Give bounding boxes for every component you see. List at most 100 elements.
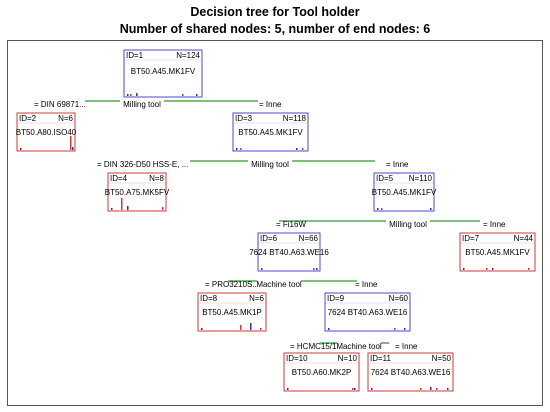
node-id-1: ID=1: [126, 51, 144, 60]
node-histogram-bar: [287, 388, 289, 390]
node-histogram-bar: [528, 268, 530, 270]
split-left-label-3: = Fi16W: [276, 220, 306, 229]
node-histogram-bar: [436, 388, 438, 390]
node-count-3: N=118: [283, 114, 307, 123]
tree-node-6: [257, 232, 321, 272]
chart-subtitle: Number of shared nodes: 5, number of end…: [119, 22, 431, 36]
node-histogram-bar: [261, 268, 263, 270]
node-label-10: BT50.A60.MK2P: [292, 368, 352, 377]
tree-node-5: [373, 172, 435, 212]
node-id-5: ID=5: [376, 174, 394, 183]
node-histogram-bar: [121, 198, 123, 210]
node-histogram-bar: [250, 323, 252, 330]
node-histogram-bar: [130, 94, 132, 96]
node-histogram-bar: [404, 328, 406, 330]
node-id-10: ID=10: [286, 354, 308, 363]
node-count-10: N=10: [338, 354, 358, 363]
node-count-4: N=8: [149, 174, 164, 183]
node-id-2: ID=2: [19, 114, 37, 123]
split-right-label-1: = Inne: [259, 100, 282, 109]
split-variable-2: Milling tool: [251, 160, 289, 169]
node-histogram-bar: [240, 325, 242, 330]
node-count-5: N=110: [409, 174, 433, 183]
split-left-label-5: = HCMC15/18...: [290, 342, 348, 351]
split-variable-bg-5: [337, 340, 381, 351]
node-label-6: 7624 BT40.A63.WE16: [249, 248, 329, 257]
split-variable-3: Milling tool: [389, 220, 427, 229]
tree-node-9: [324, 292, 411, 332]
tree-node-10: [283, 352, 360, 392]
node-histogram-bar: [328, 328, 330, 330]
node-count-9: N=60: [389, 294, 409, 303]
split-left-label-4: = PRO3210S...: [205, 280, 259, 289]
split-variable-1: Milling tool: [123, 100, 161, 109]
node-count-11: N=50: [432, 354, 452, 363]
node-count-7: N=44: [514, 234, 534, 243]
node-histogram-bar: [352, 388, 354, 390]
node-histogram-bar: [381, 208, 383, 210]
node-histogram-bar: [447, 388, 449, 390]
node-histogram-bar: [371, 388, 373, 390]
split-left-label-1: = DIN 69871...: [34, 100, 86, 109]
node-histogram-bar: [377, 208, 379, 210]
node-histogram-bar: [492, 268, 494, 270]
tree-node-3: [232, 112, 309, 152]
node-histogram-bar: [72, 147, 74, 150]
node-id-7: ID=7: [462, 234, 480, 243]
node-label-3: BT50.A45.MK1FV: [238, 128, 303, 137]
node-histogram-bar: [420, 388, 422, 390]
node-id-11: ID=11: [370, 354, 392, 363]
node-id-6: ID=6: [260, 234, 278, 243]
node-label-2: BT50.A80.ISO40: [16, 128, 77, 137]
node-histogram-bar: [201, 328, 203, 330]
tree-node-2: [16, 112, 76, 152]
tree-node-1: [123, 49, 203, 98]
node-count-1: N=124: [176, 51, 200, 60]
node-label-9: 7624 BT40.A63.WE16: [328, 308, 408, 317]
node-label-1: BT50.A45.MK1FV: [131, 67, 196, 76]
split-variable-bg-4: [257, 278, 301, 289]
tree-node-8: [197, 292, 267, 332]
split-right-label-4: = Inne: [355, 280, 378, 289]
node-count-8: N=6: [249, 294, 264, 303]
node-label-11: 7624 BT40.A63.WE16: [371, 368, 451, 377]
split-variable-bg-2: [248, 158, 292, 169]
node-histogram-bar: [430, 387, 432, 390]
split-variable-bg-3: [386, 218, 430, 229]
split-right-label-5: = Inne: [395, 342, 418, 351]
node-histogram-bar: [111, 208, 113, 210]
node-histogram-bar: [394, 328, 396, 330]
split-variable-5: Machine tool: [336, 342, 382, 351]
node-id-8: ID=8: [200, 294, 218, 303]
node-histogram-bar: [316, 268, 318, 270]
split-variable-4: Machine tool: [256, 280, 302, 289]
node-histogram-bar: [20, 148, 22, 150]
split-right-label-2: = Inne: [386, 160, 409, 169]
node-id-3: ID=3: [235, 114, 253, 123]
node-histogram-bar: [127, 206, 129, 210]
node-id-4: ID=4: [110, 174, 128, 183]
node-histogram-bar: [162, 207, 164, 210]
node-histogram-bar: [313, 268, 315, 270]
chart-title: Decision tree for Tool holder: [190, 5, 360, 19]
tree-node-4: [107, 172, 167, 212]
tree-node-11: [367, 352, 454, 392]
split-right-label-3: = Inne: [483, 220, 506, 229]
node-histogram-bar: [70, 136, 72, 150]
node-label-4: BT50.A75.MK5FV: [105, 188, 170, 197]
node-histogram-bar: [196, 94, 198, 96]
node-histogram-bar: [182, 94, 184, 96]
node-histogram-bar: [127, 94, 129, 96]
node-histogram-bar: [240, 148, 242, 150]
node-histogram-bar: [302, 148, 304, 150]
node-label-8: BT50.A45.MK1P: [202, 308, 262, 317]
node-histogram-bar: [236, 148, 238, 150]
node-count-2: N=6: [58, 114, 73, 123]
node-histogram-bar: [430, 208, 432, 210]
tree-node-7: [459, 232, 536, 272]
tree-frame: [7, 40, 543, 406]
node-histogram-bar: [296, 148, 298, 150]
split-variable-bg-1: [120, 98, 164, 109]
node-histogram-bar: [136, 93, 138, 96]
